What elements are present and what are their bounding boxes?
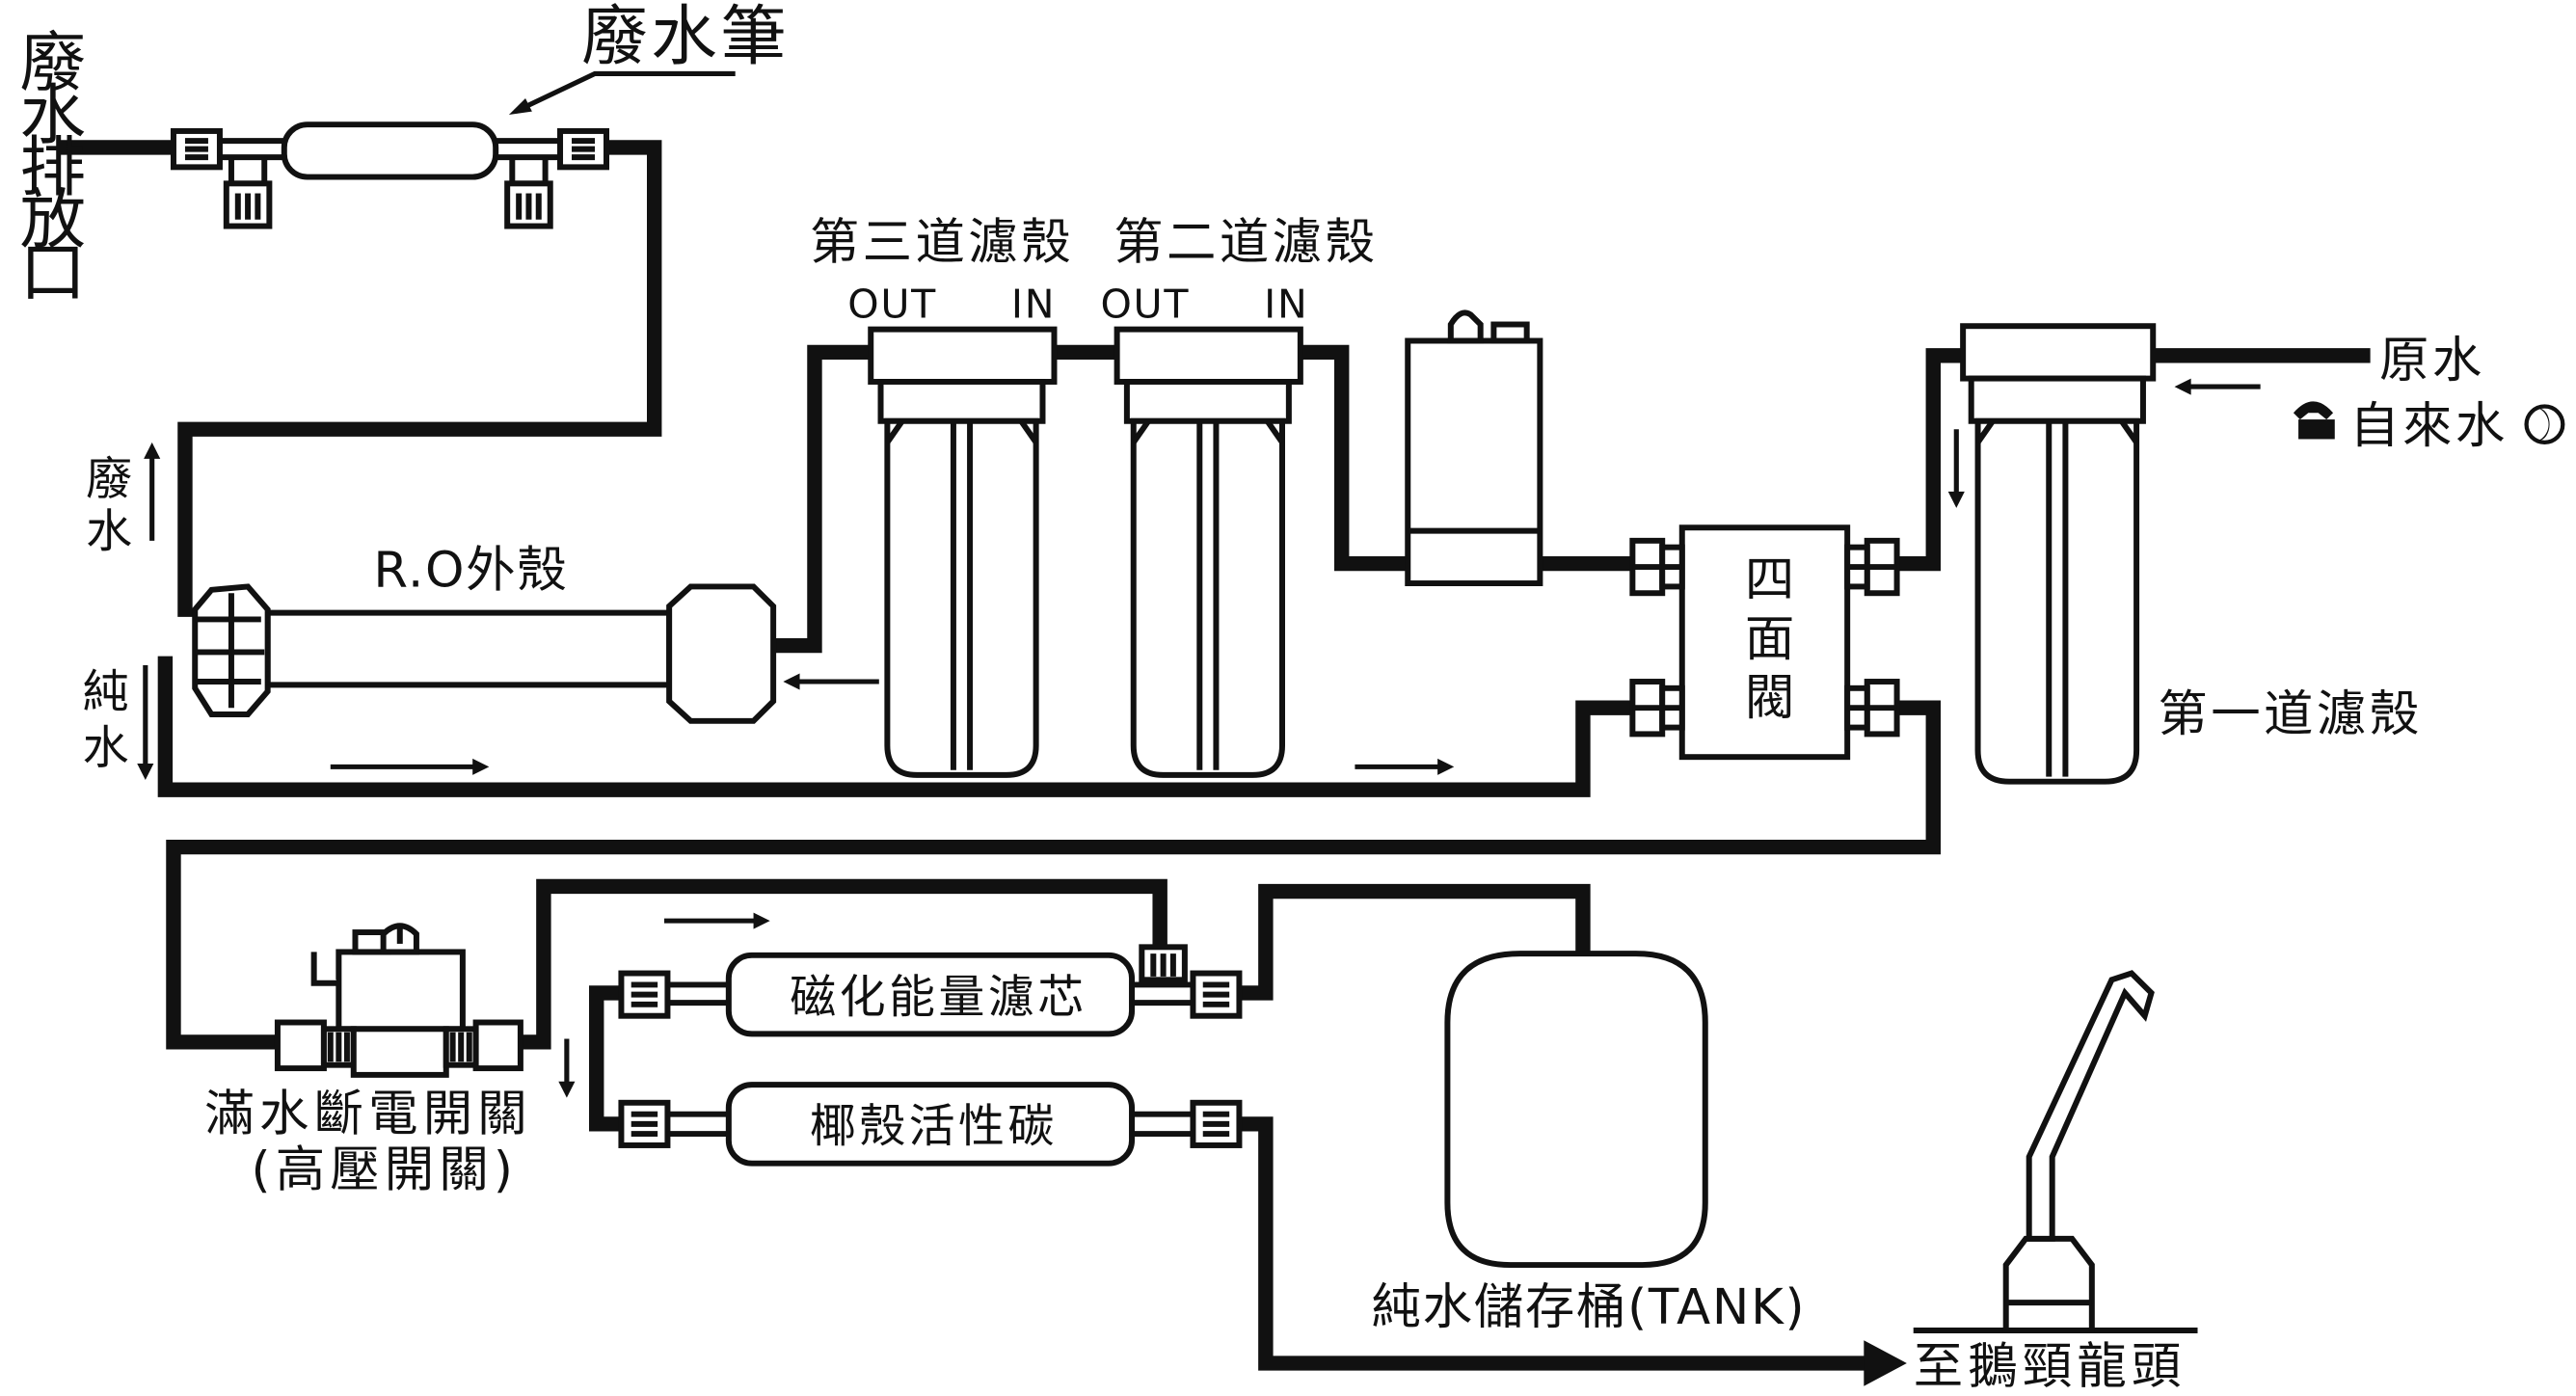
- carbon-faucet-pipe: [1231, 1116, 1875, 1371]
- phone-icon: [2293, 401, 2335, 440]
- waste-pen-pointer: [514, 70, 736, 114]
- stage2-housing: [1114, 326, 1303, 778]
- waste-water-label-char-1: 廢: [86, 453, 132, 506]
- storage-tank-label: 純水儲存桶(TANK): [1372, 1278, 1807, 1336]
- ro-to-stage3-pipe: [764, 344, 878, 654]
- tee-tank-pipe: [1231, 883, 1591, 1001]
- coconut-carbon-filter: [618, 1082, 1243, 1167]
- four-way-valve: [1629, 524, 1900, 761]
- pipes: [58, 140, 2371, 1371]
- waste-outlet-char-3: 排: [20, 130, 90, 206]
- ro-housing-label: R.O外殼: [373, 542, 568, 600]
- magnetic-filter-label: 磁化能量濾芯: [790, 971, 1087, 1024]
- waste-pen-pointer-head: [508, 97, 532, 115]
- full-water-switch-label: 滿水斷電開關: [205, 1086, 532, 1143]
- stage1-housing-label: 第一道濾殼: [2158, 685, 2422, 743]
- valve-label-char-1: 四: [1745, 551, 1794, 609]
- valve-switch-pipe: [166, 700, 1941, 1050]
- pure-water-label-char-2: 水: [83, 722, 129, 775]
- stage3-housing-label: 第三道濾殼: [810, 214, 1074, 272]
- valve-stage1-pipe: [1892, 348, 1971, 572]
- tap-water-label: 自來水: [2349, 397, 2509, 455]
- stage2-out-label: OUT: [1100, 282, 1190, 328]
- waste-outlet-char-4: 放: [20, 183, 90, 259]
- valve-label-char-2: 面: [1745, 610, 1794, 668]
- stage3-out-label: OUT: [847, 282, 937, 328]
- stage2-pump-pipe: [1293, 344, 1415, 572]
- tap-water-row: 自來水: [2293, 397, 2565, 455]
- waste-outlet-char-5: 口: [20, 235, 90, 311]
- faucet-arrow-head: [1864, 1340, 1907, 1386]
- gooseneck-faucet: [1913, 970, 2198, 1333]
- coconut-carbon-label: 椰殼活性碳: [810, 1101, 1058, 1154]
- storage-tank: [1444, 951, 1708, 1269]
- waste-outlet-char-2: 水: [20, 78, 90, 154]
- waste-water-label-char-2: 水: [86, 506, 132, 559]
- flow-arrows: [137, 378, 2261, 1098]
- waste-return-pipe: [177, 140, 662, 617]
- valve-fittings: [1629, 537, 1900, 738]
- raw-water-label: 原水: [2379, 332, 2485, 389]
- waste-outlet-label: 廢 水 排 放 口: [20, 26, 90, 311]
- switch-tee-pipe: [513, 878, 1167, 1050]
- full-water-switch: [274, 923, 523, 1078]
- stage3-in-label: IN: [1011, 282, 1056, 328]
- waste-pen-label: 廢水筆: [581, 0, 790, 75]
- pure-water-label-char-1: 純: [83, 666, 129, 719]
- high-pressure-switch-label: (高壓開關): [252, 1141, 519, 1199]
- booster-pump: [1405, 309, 1543, 587]
- ro-housing: [192, 583, 777, 724]
- waste-outlet-char-1: 廢: [20, 26, 90, 102]
- stage2-housing-label: 第二道濾殼: [1114, 214, 1378, 272]
- stage3-housing: [868, 326, 1058, 778]
- magnetic-filter: [618, 944, 1243, 1037]
- filter-loop-pipe: [589, 985, 630, 1132]
- stage2-in-label: IN: [1264, 282, 1308, 328]
- pure-water-pipe: [157, 656, 1641, 797]
- waste-pen: [170, 121, 610, 229]
- stage1-housing: [1960, 323, 2157, 785]
- valve-label-char-3: 閥: [1745, 669, 1794, 727]
- to-faucet-label: 至鵝頸龍頭: [1914, 1338, 2187, 1396]
- crescent-icon: [2524, 404, 2565, 444]
